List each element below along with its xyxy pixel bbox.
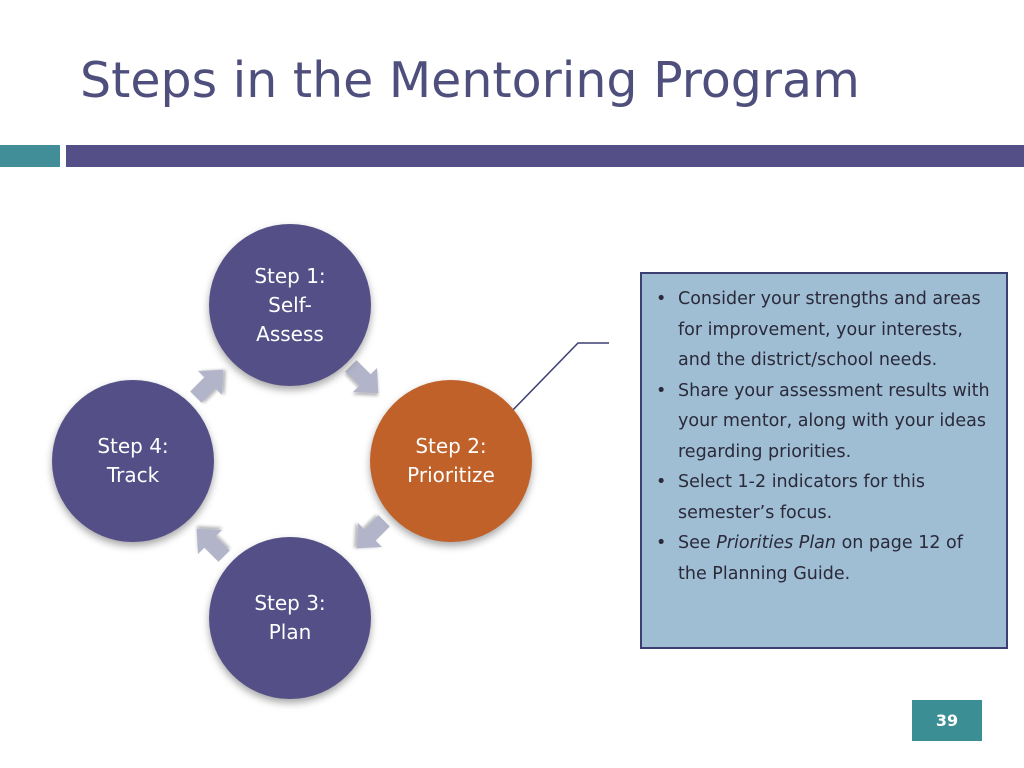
callout-bullet-prefix: See — [678, 533, 717, 553]
page-number-badge: 39 — [912, 700, 982, 741]
title-accent-bar-teal — [0, 145, 60, 167]
callout-bullet-item: • Consider your strengths and areas for … — [650, 284, 996, 376]
arrow-step1-to-step2-icon — [345, 360, 379, 394]
callout-bullet-italic-reference: Priorities Plan — [716, 533, 836, 553]
step-4-track-node: Step 4: Track — [52, 380, 214, 542]
bullet-dot-icon: • — [656, 533, 667, 553]
callout-bullet-item: • See Priorities Plan on page 12 of the … — [650, 528, 996, 589]
step-2-details-callout: • Consider your strengths and areas for … — [640, 272, 1008, 649]
step-3-plan-node: Step 3: Plan — [209, 537, 371, 699]
callout-bullet-text: Consider your strengths and areas for im… — [678, 289, 981, 370]
step-1-self-assess-node: Step 1: Self- Assess — [209, 224, 371, 386]
callout-bullet-suffix: on page 12 of the Planning Guide. — [678, 533, 963, 584]
slide-title: Steps in the Mentoring Program — [80, 52, 860, 109]
callout-bullet-text: Select 1-2 indicators for this semester’… — [678, 472, 925, 523]
bullet-dot-icon: • — [656, 289, 667, 309]
step-4-label: Step 4: Track — [97, 434, 169, 487]
callout-bullet-item: • Share your assessment results with you… — [650, 376, 996, 468]
callout-connector-line — [508, 342, 609, 415]
step-1-label: Step 1: Self- Assess — [254, 264, 326, 346]
arrow-step4-to-step1-icon — [190, 369, 224, 403]
step-2-label: Step 2: Prioritize — [407, 434, 495, 487]
callout-bullet-item: • Select 1-2 indicators for this semeste… — [650, 467, 996, 528]
step-2-prioritize-node: Step 2: Prioritize — [370, 380, 532, 542]
callout-bullet-text: Share your assessment results with your … — [678, 380, 990, 462]
callout-bullet-list: • Consider your strengths and areas for … — [650, 284, 996, 589]
bullet-dot-icon: • — [656, 380, 667, 401]
arrow-step3-to-step4-icon — [196, 528, 230, 562]
title-accent-bar-purple — [66, 145, 1024, 167]
step-3-label: Step 3: Plan — [254, 591, 326, 644]
arrow-step2-to-step3-icon — [356, 515, 390, 549]
bullet-dot-icon: • — [656, 472, 667, 492]
